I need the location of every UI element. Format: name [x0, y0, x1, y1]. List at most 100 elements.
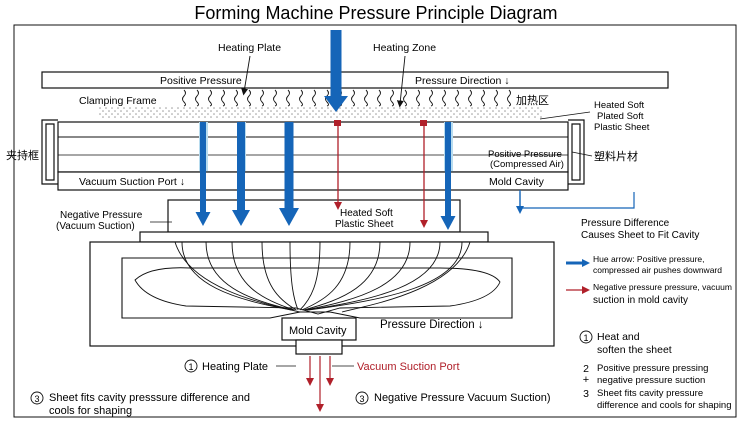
sheet-deformation-curve	[341, 241, 471, 313]
heat-dot	[159, 107, 161, 109]
heat-dot	[456, 116, 458, 118]
heat-dot	[306, 116, 308, 118]
heat-dot	[315, 107, 317, 109]
heat-dot	[378, 110, 380, 112]
heat-dot	[447, 107, 449, 109]
heat-dot	[351, 107, 353, 109]
sheet-deformation-curve	[174, 241, 301, 313]
heat-dot	[492, 110, 494, 112]
heat-dot	[381, 113, 383, 115]
heating-zone-dots	[99, 107, 542, 118]
heat-dot	[126, 116, 128, 118]
heat-dot	[159, 113, 161, 115]
heat-dot	[282, 110, 284, 112]
heat-dot	[129, 107, 131, 109]
step-2-plus: +	[583, 374, 589, 386]
heat-dot	[300, 110, 302, 112]
heat-dot	[243, 113, 245, 115]
heat-dot	[297, 113, 299, 115]
heat-dot	[213, 113, 215, 115]
heated-soft-label-2: Plated Soft	[597, 111, 644, 122]
blue-arrow-shaft	[330, 30, 342, 96]
heated-soft-label-1: Heated Soft	[594, 100, 645, 111]
heat-wave	[455, 89, 459, 107]
heat-wave	[351, 89, 355, 107]
heat-dot	[432, 116, 434, 118]
heat-dot	[291, 107, 293, 109]
heat-dot	[513, 107, 515, 109]
heat-dot	[348, 110, 350, 112]
heat-dot	[144, 116, 146, 118]
heat-dot	[105, 113, 107, 115]
step-2-number: 2	[583, 363, 589, 375]
heat-dot	[474, 116, 476, 118]
steps-list: 1 Heat and soften the sheet 2 Positive p…	[579, 330, 732, 411]
heat-dot	[324, 116, 326, 118]
heat-wave	[468, 89, 472, 107]
heat-dot	[222, 110, 224, 112]
heat-dot	[99, 107, 101, 109]
heat-dot	[318, 110, 320, 112]
heat-dot	[168, 110, 170, 112]
heat-dot	[141, 107, 143, 109]
heating-plate-pointer	[241, 55, 251, 96]
heat-dot	[351, 113, 353, 115]
heat-dot	[459, 113, 461, 115]
heat-dot	[147, 107, 149, 109]
heat-dot	[462, 116, 464, 118]
heat-dot	[465, 107, 467, 109]
heat-dot	[327, 113, 329, 115]
heat-dot	[135, 107, 137, 109]
heat-dot	[177, 107, 179, 109]
heat-dot	[240, 116, 242, 118]
heat-dot	[195, 107, 197, 109]
heat-wave	[195, 89, 199, 107]
blue-arrow-shaft	[200, 122, 206, 212]
heat-dot	[357, 107, 359, 109]
clamping-frame-label: Clamping Frame	[79, 95, 157, 107]
heat-dot	[513, 113, 515, 115]
heat-dot	[288, 116, 290, 118]
heat-dot	[114, 110, 116, 112]
heat-dot	[150, 110, 152, 112]
blue-arrow-shaft	[445, 122, 451, 216]
heat-dot	[105, 107, 107, 109]
heat-dot	[207, 107, 209, 109]
sheet-deformation-curve	[301, 241, 351, 311]
sheet-deformation-curve	[303, 241, 381, 311]
heat-dot	[138, 110, 140, 112]
blue-arrow-shaft	[237, 122, 245, 210]
heat-dot	[312, 116, 314, 118]
heated-soft-pointer	[539, 111, 591, 120]
heat-dot	[474, 110, 476, 112]
sheet-deformation-curve	[205, 241, 294, 311]
heat-dot	[237, 113, 239, 115]
heat-dot	[342, 116, 344, 118]
heat-dot	[279, 107, 281, 109]
heat-dot	[258, 110, 260, 112]
heat-dot	[468, 110, 470, 112]
heat-dot	[267, 113, 269, 115]
heat-dot	[300, 116, 302, 118]
heat-dot	[123, 107, 125, 109]
heat-dot	[429, 107, 431, 109]
heat-dot	[375, 113, 377, 115]
heat-dot	[210, 116, 212, 118]
blue-arrow-head	[324, 96, 348, 112]
heat-dot	[162, 116, 164, 118]
mold-upper-block	[167, 199, 461, 233]
heat-dot	[141, 113, 143, 115]
bottom-step-3b-badge	[355, 391, 369, 405]
heat-dot	[204, 110, 206, 112]
heat-dot	[288, 110, 290, 112]
negative-pressure-label-2: (Vacuum Suction)	[56, 221, 135, 232]
heat-dot	[387, 107, 389, 109]
heat-dot	[294, 116, 296, 118]
sheet-deformation-curve	[307, 241, 441, 311]
heat-wave	[390, 89, 394, 107]
heat-dot	[132, 116, 134, 118]
heat-dot	[273, 113, 275, 115]
heat-dot	[504, 110, 506, 112]
heat-dot	[489, 113, 491, 115]
heat-dot	[435, 113, 437, 115]
